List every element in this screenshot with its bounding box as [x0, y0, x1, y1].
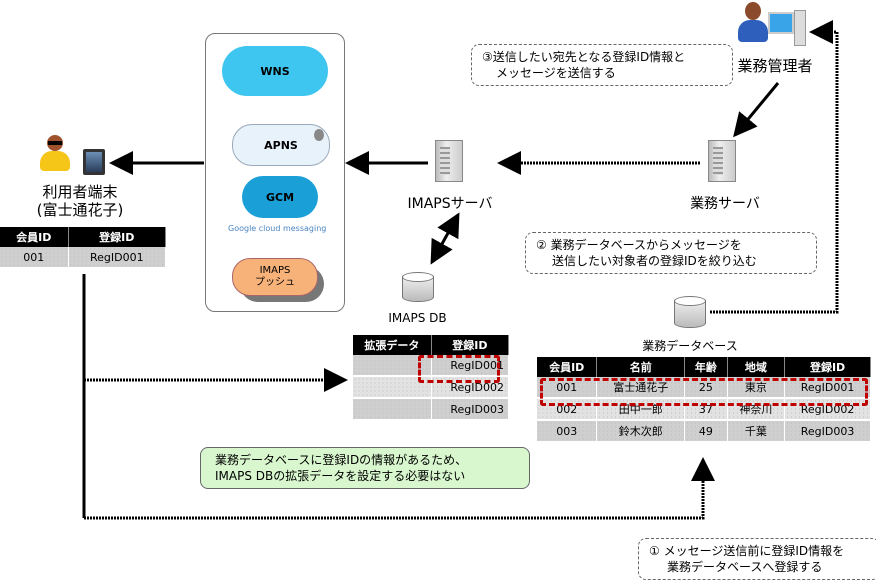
table-row: RegID003 [353, 398, 510, 421]
cell: 25 [684, 377, 728, 399]
arrow-db-to-admin [710, 20, 839, 314]
step1-line1: ① メッセージ送信前に登録ID情報を [649, 544, 845, 558]
gcm-cloud-icon: GCM [242, 176, 318, 218]
step1-callout: ① メッセージ送信前に登録ID情報を 業務データベースへ登録する [638, 538, 876, 580]
cell: 001 [0, 247, 69, 269]
cell: RegID003 [784, 420, 871, 443]
table-row: 001 RegID001 [0, 247, 167, 269]
cell: RegID001 [784, 377, 871, 399]
user-title-line1: 利用者端末 [42, 183, 118, 201]
gcm-label: GCM [265, 190, 295, 204]
admin-person-icon [738, 2, 768, 42]
cell: 001 [537, 377, 598, 399]
user-title-line2: (富士通花子) [36, 201, 124, 219]
cell: 49 [684, 420, 728, 443]
arrow-admin-to-business [733, 82, 780, 138]
col-header: 登録ID [68, 227, 167, 247]
google-cloud-messaging-label: Google cloud messaging [228, 224, 327, 233]
step3-line2: メッセージを送信する [496, 66, 616, 80]
step3-line1: ③送信したい宛先となる登録ID情報と [482, 50, 686, 64]
imaps-regid-highlight [418, 355, 500, 383]
col-header: 登録ID [784, 357, 871, 377]
table-row: 003 鈴木次郎 49 千葉 RegID003 [537, 420, 871, 443]
cell: 鈴木次郎 [596, 420, 686, 443]
arrow-user-to-businessdb [84, 457, 715, 520]
note-callout: 業務データベースに登録IDの情報があるため、 IMAPS DBの拡張データを設定… [200, 447, 530, 489]
apple-icon [314, 129, 324, 141]
step2-callout: ② 業務データベースからメッセージを 送信したい対象者の登録IDを絞り込む [525, 232, 817, 274]
business-db-label: 業務データベース [642, 339, 738, 353]
imaps-push-cloud-icon: IMAPS プッシュ [232, 258, 318, 296]
business-row-highlight [540, 378, 868, 406]
imaps-server-label: IMAPSサーバ [407, 196, 493, 212]
col-header: 登録ID [431, 335, 510, 355]
col-header: 会員ID [0, 227, 69, 247]
apns-label: APNS [264, 138, 298, 152]
user-terminal-title: 利用者端末 (富士通花子) [20, 183, 140, 219]
cell [353, 355, 432, 377]
imaps-push-label: IMAPS プッシュ [255, 265, 295, 288]
wns-label: WNS [260, 64, 290, 78]
user-table: 会員ID 登録ID 001 RegID001 [0, 227, 167, 269]
admin-label: 業務管理者 [737, 57, 813, 75]
arrow-imaps-db [430, 212, 460, 265]
step3-callout: ③送信したい宛先となる登録ID情報と メッセージを送信する [471, 44, 733, 86]
step1-line2: 業務データベースへ登録する [667, 560, 823, 574]
tablet-icon [83, 149, 105, 175]
cell [353, 398, 432, 421]
person-icon [40, 135, 70, 171]
col-header: 年齢 [684, 357, 728, 377]
cell: 千葉 [727, 420, 786, 443]
cell: 東京 [727, 377, 786, 399]
col-header: 拡張データ [353, 335, 432, 355]
col-header: 名前 [596, 357, 686, 377]
cell [353, 376, 432, 399]
note-line2: IMAPS DBの拡張データを設定する必要はない [215, 469, 466, 483]
computer-icon [768, 10, 806, 46]
business-db-icon [674, 296, 706, 328]
col-header: 地域 [727, 357, 786, 377]
cell: RegID001 [68, 247, 167, 269]
push-services-panel: WNS APNS GCM Google cloud messaging IMAP… [205, 33, 345, 312]
cell: 富士通花子 [596, 377, 686, 399]
imaps-db-label: IMAPS DB [388, 311, 447, 325]
step2-line2: 送信したい対象者の登録IDを絞り込む [552, 254, 757, 268]
cell: RegID003 [431, 398, 510, 421]
business-server-label: 業務サーバ [690, 196, 760, 212]
table-row: 001 富士通花子 25 東京 RegID001 [537, 377, 871, 399]
wns-cloud-icon: WNS [222, 46, 328, 96]
table-row: RegID001 [353, 355, 510, 377]
step2-line1: ② 業務データベースからメッセージを [536, 238, 742, 252]
business-server-icon [708, 140, 736, 182]
col-header: 会員ID [537, 357, 598, 377]
imaps-server-icon [435, 140, 463, 182]
apns-cloud-icon: APNS [232, 124, 330, 166]
cell: RegID001 [431, 355, 510, 377]
note-line1: 業務データベースに登録IDの情報があるため、 [215, 453, 468, 467]
imaps-db-icon [402, 272, 434, 302]
cell: 003 [537, 420, 598, 443]
